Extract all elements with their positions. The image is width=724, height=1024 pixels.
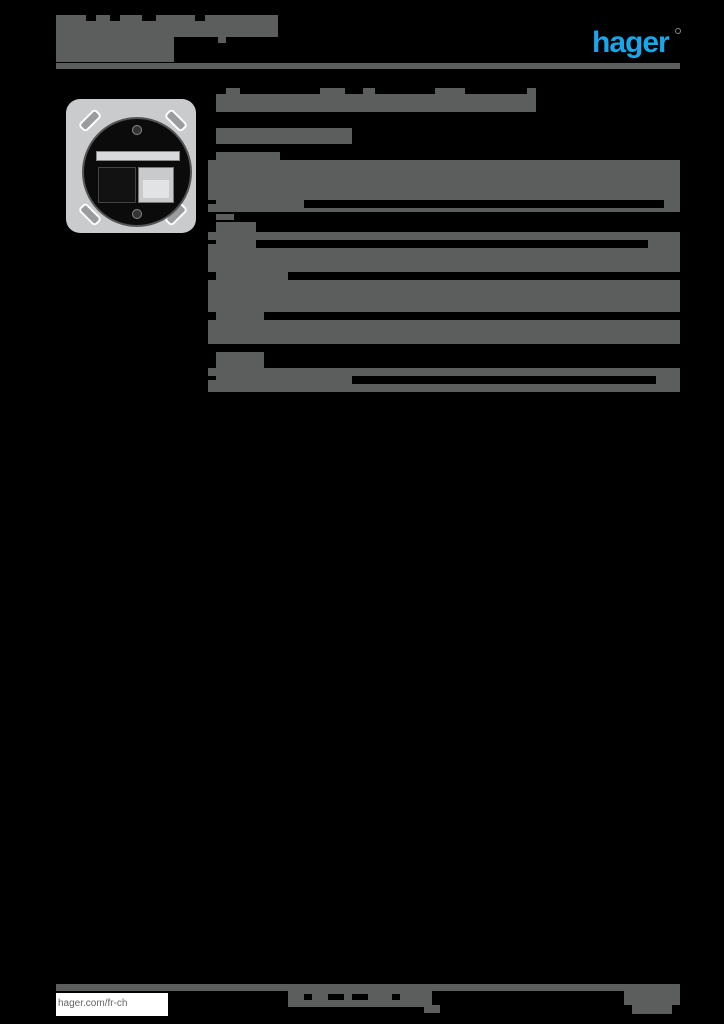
label-strip (96, 151, 180, 161)
spec-row (208, 232, 680, 272)
spec-section-label (216, 352, 264, 368)
spec-row (208, 160, 680, 200)
spec-section-label (216, 152, 280, 162)
mounting-slot-icon (77, 108, 103, 133)
product-subheading (216, 128, 352, 144)
screw-icon (132, 209, 142, 219)
footer-center-tick (424, 1005, 440, 1013)
spec-row (208, 320, 680, 344)
footer-url-link[interactable]: hager.com/fr-ch (56, 993, 168, 1016)
mounting-frame (66, 99, 196, 233)
header-rule (56, 63, 680, 69)
hager-logo: hager (592, 26, 670, 59)
rj45-port (138, 167, 174, 203)
spec-section-label (216, 222, 256, 234)
spec-section-label (216, 312, 264, 320)
registered-mark-icon (675, 28, 681, 34)
socket-cover (82, 117, 192, 227)
footer-url-text: hager.com/fr-ch (58, 998, 128, 1009)
footer-page-ref-line2 (632, 1005, 672, 1014)
spec-section-label (216, 214, 234, 220)
product-image (62, 95, 200, 237)
blank-port (98, 167, 136, 203)
header-subtitle-tick (218, 37, 226, 43)
footer-page-ref (624, 991, 680, 1005)
header-title-line2 (56, 37, 174, 62)
spec-row (208, 280, 680, 312)
footer-rule (56, 984, 680, 991)
screw-icon (132, 125, 142, 135)
spec-section-label (216, 270, 288, 280)
